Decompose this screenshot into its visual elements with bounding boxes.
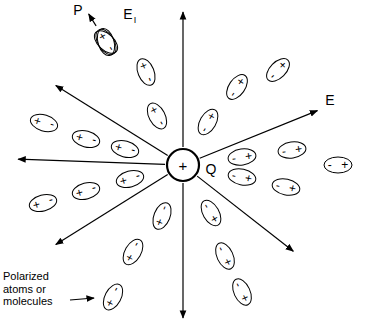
molecule-outline: [113, 167, 147, 192]
polarized-molecule: +-: [142, 99, 172, 134]
field-line: [200, 111, 318, 159]
molecule-outline: [261, 53, 295, 87]
polarity-sign: +: [294, 142, 303, 155]
molecule-outline: [70, 127, 104, 152]
point-charge: +Q: [166, 148, 200, 182]
field-line: [182, 183, 183, 318]
polarized-molecule: +-: [276, 139, 308, 161]
charge-label: Q: [206, 162, 217, 176]
molecule-outline: [27, 110, 61, 136]
polarized-molecule: +-: [118, 234, 149, 269]
charge-sign: +: [179, 158, 188, 173]
field-line: [56, 175, 168, 245]
molecule-outline: [148, 199, 176, 234]
field-label: E: [123, 6, 132, 22]
callout-label: Polarized atoms or molecules: [3, 270, 69, 308]
polarity-sign: +: [341, 159, 348, 171]
polarized-molecule: +-: [27, 110, 61, 136]
polarized-molecule: +-: [148, 199, 176, 234]
molecule-outline: [323, 156, 353, 174]
polarized-molecule: +-: [108, 137, 142, 162]
dipole-molecule: +-: [91, 25, 122, 60]
polarized-molecule: +-: [70, 127, 104, 152]
polarized-molecule: +-: [211, 238, 240, 273]
polarized-molecule: +-: [195, 195, 226, 230]
molecule-outline: [225, 166, 258, 190]
polarized-molecule: +-: [193, 104, 224, 139]
molecule-outline: [276, 139, 308, 161]
polarized-molecule: +-: [98, 280, 128, 315]
leader-arrow: [70, 298, 94, 300]
polarized-molecule: +-: [269, 175, 302, 199]
polarized-molecule: +-: [132, 55, 160, 90]
polarity-sign: -: [328, 159, 332, 171]
molecule-outline: [91, 25, 122, 60]
polarized-molecule: +-: [225, 166, 258, 190]
polarized-molecule: +-: [323, 156, 353, 174]
molecule-outline: [70, 178, 104, 203]
field-label: E: [325, 92, 334, 108]
field-subscript: I: [134, 15, 137, 25]
polarized-molecule: +-: [261, 53, 295, 87]
dipole-label: P: [73, 2, 82, 18]
polarized-molecule: +-: [222, 70, 254, 105]
dipole-arrow: [89, 14, 96, 26]
molecule-outline: [226, 146, 258, 168]
polarity-sign: +: [96, 30, 110, 42]
polarized-molecule: +-: [70, 178, 104, 203]
polarized-molecule: +-: [26, 190, 60, 215]
polarized-molecule: +-: [228, 274, 257, 309]
molecule-outline: [26, 190, 60, 215]
molecule-outline: [269, 175, 302, 199]
polarized-molecule: +-: [226, 146, 258, 168]
polarized-molecule: +-: [113, 167, 147, 192]
field-line: [18, 159, 165, 164]
field-line: [197, 176, 293, 251]
molecule-outline: [108, 137, 142, 162]
field-line: [182, 12, 183, 147]
